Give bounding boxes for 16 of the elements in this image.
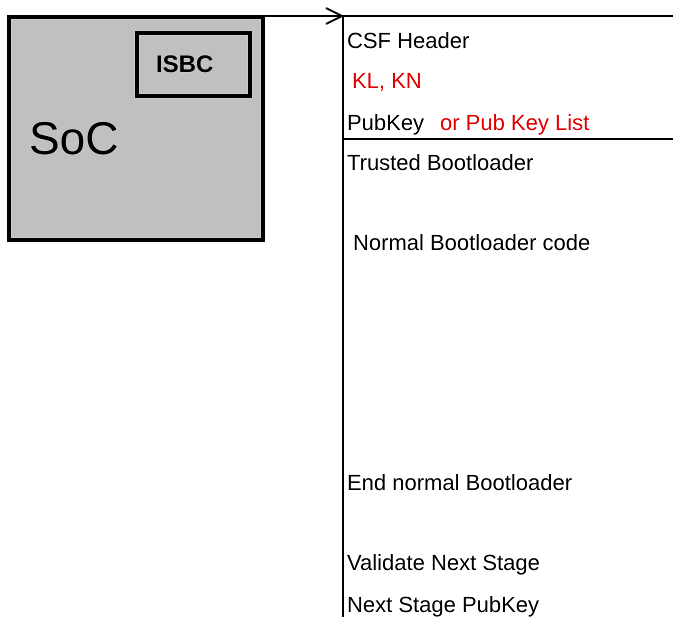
memory-label: CSF Header [347, 30, 470, 52]
memory-label: Trusted Bootloader [347, 152, 534, 174]
soc-chip-box [7, 15, 265, 242]
memory-label: KL, KN [352, 70, 422, 92]
block-label: ISBC [156, 53, 214, 77]
memory-label: Next Stage PubKey [347, 594, 540, 616]
memory-label: PubKey [347, 112, 424, 134]
memory-label: Validate Next Stage [347, 552, 540, 574]
memory-section [342, 138, 673, 617]
chip-label: SoC [29, 115, 118, 161]
arrow [265, 7, 343, 25]
isbc-block [135, 31, 252, 98]
memory-label: Normal Bootloader code [353, 232, 590, 254]
memory-label: End normal Bootloader [347, 472, 572, 494]
memory-label: or Pub Key List [440, 112, 590, 134]
memory-section [342, 15, 673, 138]
